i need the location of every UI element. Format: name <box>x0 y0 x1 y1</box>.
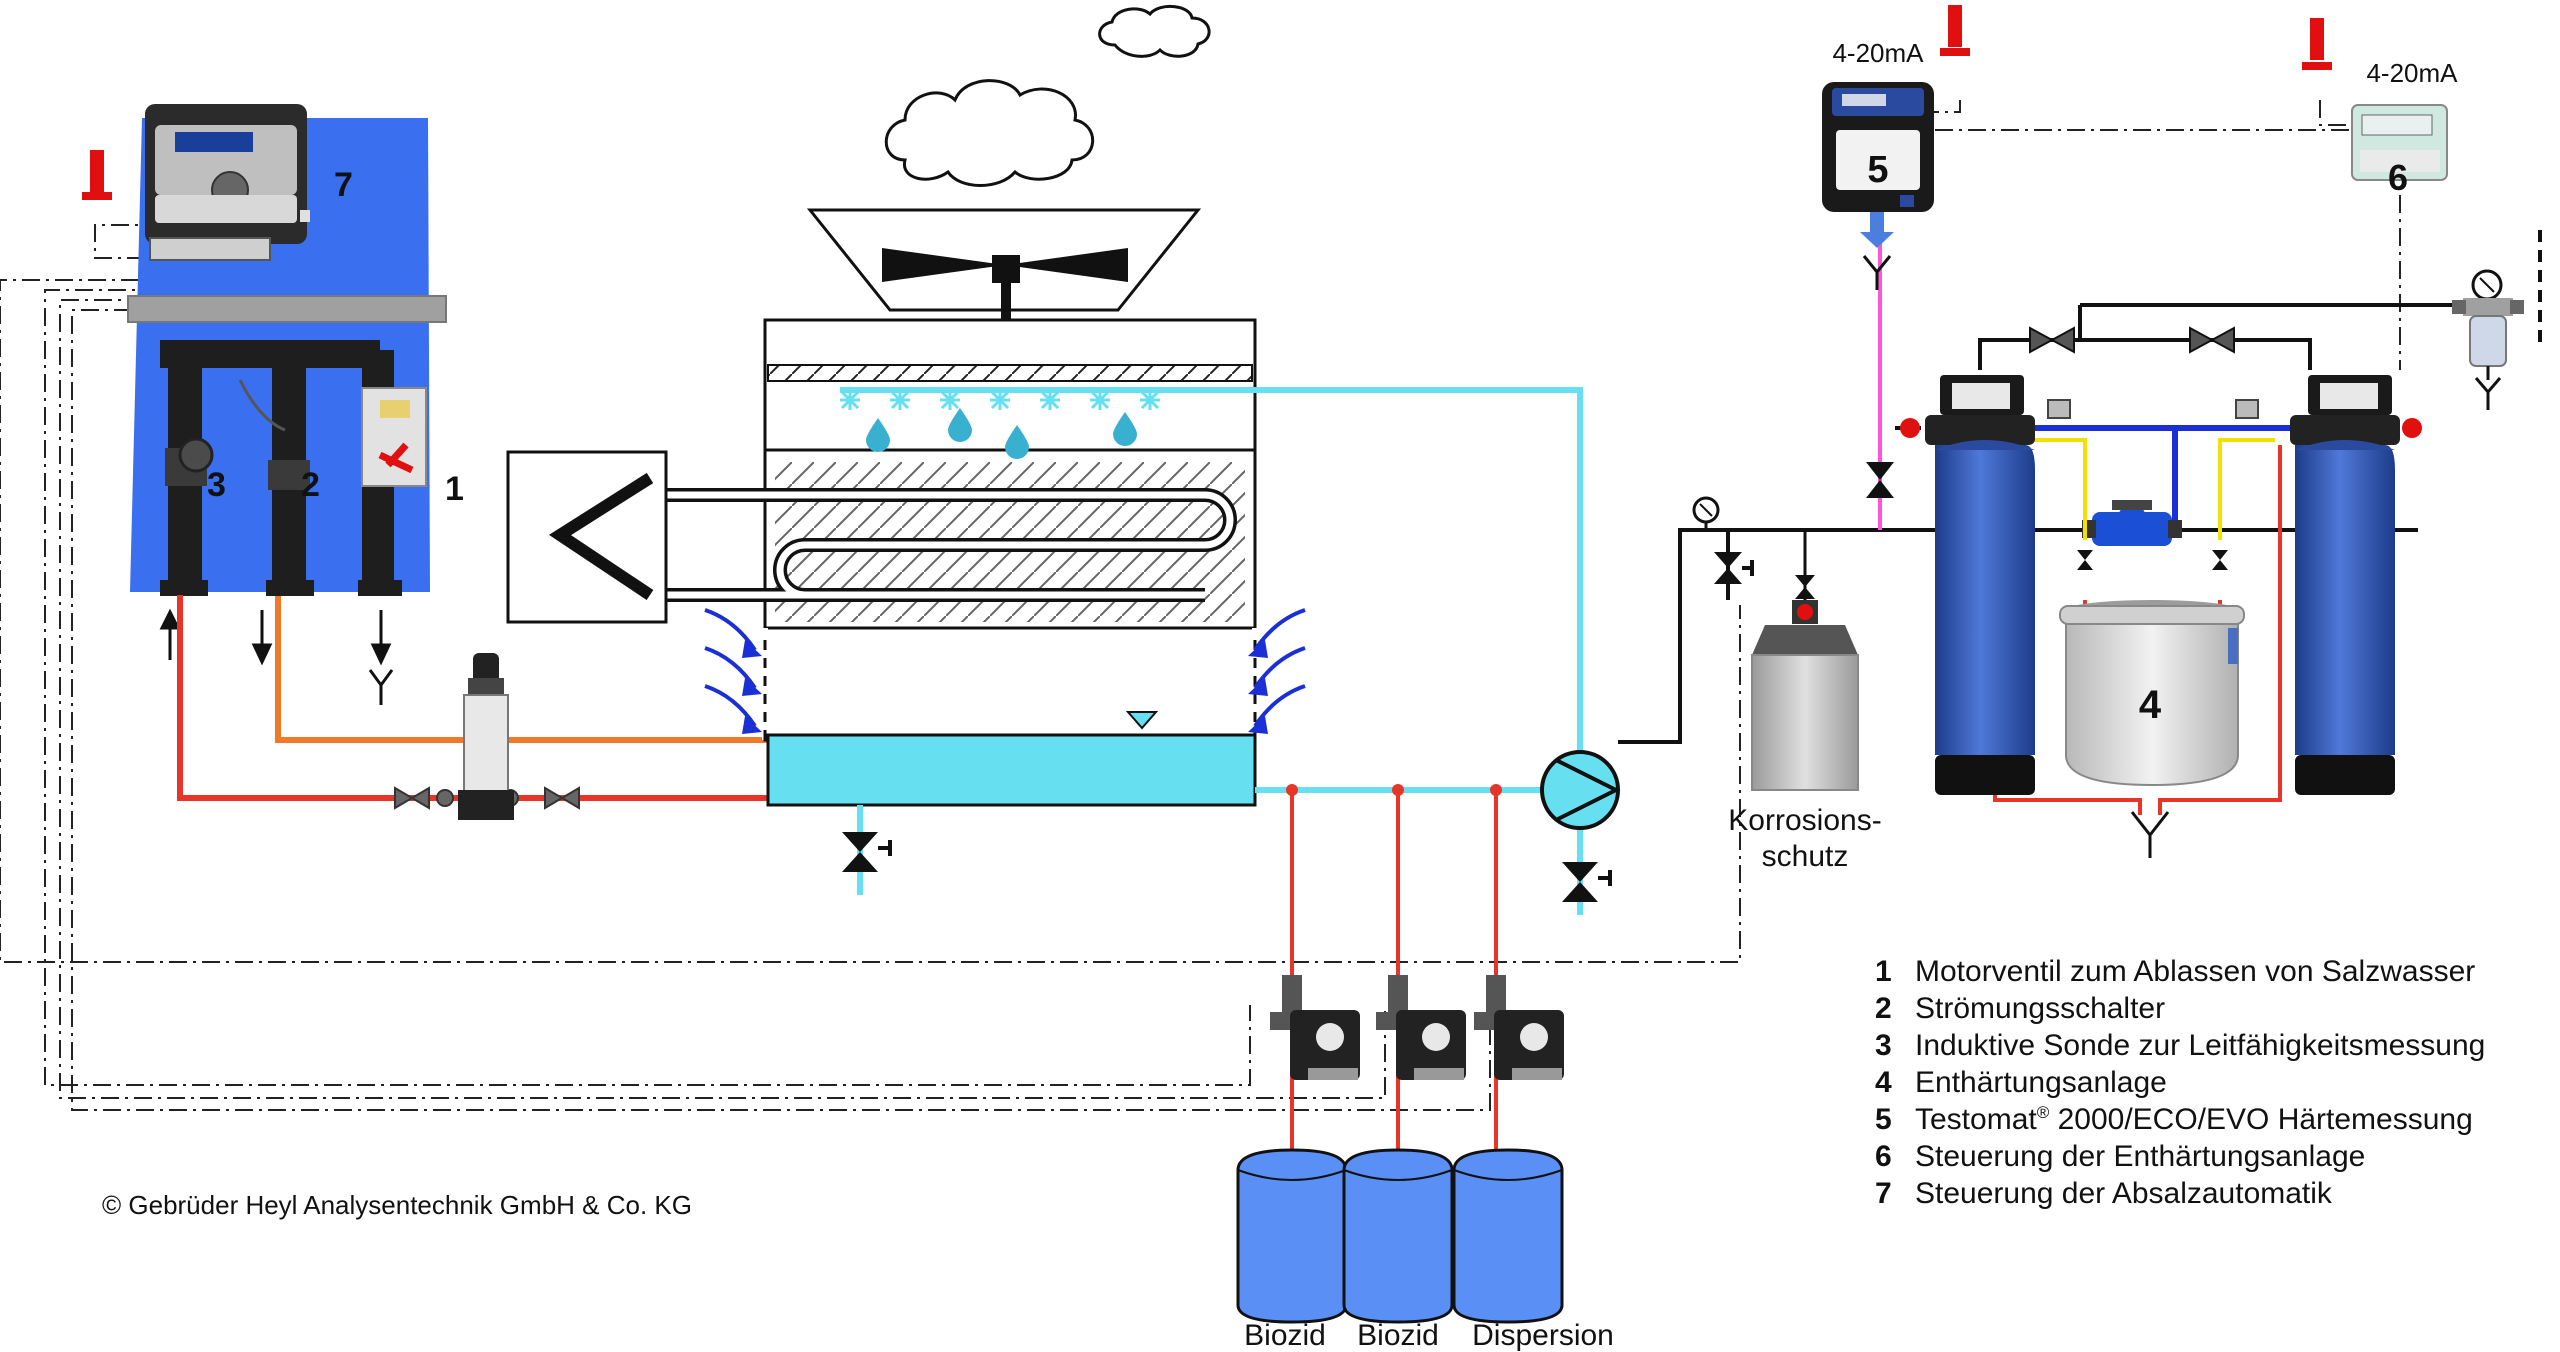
water-meter <box>2082 500 2182 546</box>
dosing-pump-3 <box>1474 975 1564 1080</box>
korrosionsschutz-label-2: schutz <box>1762 840 1849 873</box>
cooling-tower <box>506 5 1306 807</box>
testomat-5: 5 <box>1822 82 1934 290</box>
korrosionsschutz-label-1: Korrosions- <box>1728 804 1881 837</box>
feed-line <box>1618 528 2418 744</box>
dosing-pump-1 <box>1270 975 1360 1080</box>
corrosion-protection: Korrosions- schutz <box>1692 496 1882 873</box>
label-4: 4 <box>2139 683 2162 727</box>
controller-7 <box>145 104 310 261</box>
copyright-notice: © Gebrüder Heyl Analysentechnik GmbH & C… <box>102 1190 692 1220</box>
label-7: 7 <box>334 166 353 204</box>
signal-label-6: 4-20mA <box>2366 58 2458 88</box>
chemical-tank-2 <box>1342 1148 1454 1324</box>
steam-clouds <box>884 5 1211 187</box>
legend-item-1: 1 Motorventil zum Ablassen von Salzwasse… <box>1875 955 2476 988</box>
signal-lines <box>0 100 2401 1111</box>
drain-valves <box>842 832 1612 902</box>
alarm-icon <box>82 150 112 200</box>
label-5: 5 <box>1867 149 1888 191</box>
legend-item-4: 4 Enthärtungsanlage <box>1875 1066 2167 1099</box>
softener-column-right <box>2290 375 2422 795</box>
label-6: 6 <box>2388 157 2408 198</box>
chemical-tank-1 <box>1236 1148 1348 1324</box>
legend: 1 Motorventil zum Ablassen von Salzwasse… <box>1875 955 2555 1214</box>
dosing-pump-2 <box>1376 975 1466 1080</box>
legend-item-7: 7 Steuerung der Absalzautomatik <box>1875 1177 2332 1210</box>
label-1: 1 <box>445 470 464 508</box>
tank-label-biozid-1: Biozid <box>1244 1319 1326 1352</box>
circulation-pump <box>1540 750 1621 830</box>
legend-item-6: 6 Steuerung der Enthärtungsanlage <box>1875 1140 2366 1173</box>
inline-filter <box>458 653 514 820</box>
absalz-panel: 7 3 2 1 <box>127 104 464 596</box>
softener-controller-6: 6 <box>2351 104 2448 198</box>
alarm-icon-softener <box>2302 18 2332 70</box>
legend-item-3: 3 Induktive Sonde zur Leitfähigkeitsmess… <box>1875 1029 2486 1062</box>
legend-item-5: 5 Testomat® 2000/ECO/EVO Härtemessung <box>1875 1103 2473 1136</box>
dosing-section: Biozid Biozid Dispersion <box>1236 784 1614 1352</box>
prefilter <box>2452 269 2524 410</box>
softener-column-left <box>1900 375 2035 795</box>
tank-label-biozid-2: Biozid <box>1357 1319 1439 1352</box>
tank-label-dispersion: Dispersion <box>1472 1319 1614 1352</box>
chemical-tank-3 <box>1452 1148 1564 1324</box>
alarm-icon-testomat <box>1940 5 1970 56</box>
legend-item-2: 2 Strömungsschalter <box>1875 992 2166 1025</box>
signal-label-5: 4-20mA <box>1832 38 1924 68</box>
label-3: 3 <box>207 466 226 504</box>
flow-arrows-panel <box>159 608 394 705</box>
softener-system: 4 5 6 <box>1822 5 2542 858</box>
label-2: 2 <box>301 466 320 504</box>
motor-valve-1 <box>361 387 427 487</box>
brine-tank-4: 4 <box>2059 600 2245 787</box>
